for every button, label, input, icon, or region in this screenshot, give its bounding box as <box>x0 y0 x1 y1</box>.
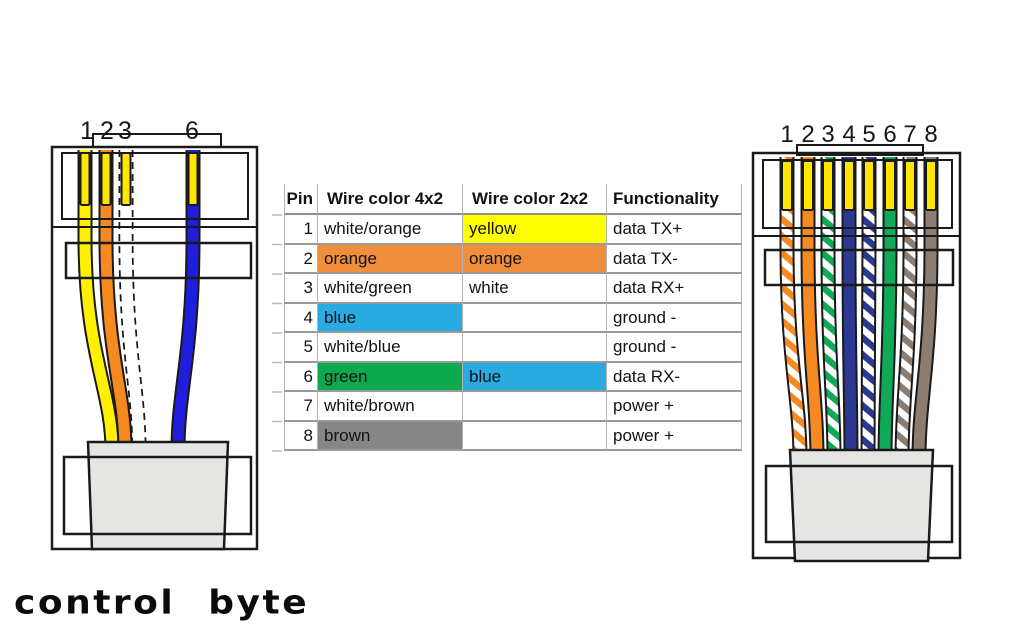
wire-color-2x2: yellow <box>463 215 607 245</box>
table-gridline-ticks <box>272 214 282 452</box>
svg-text:3: 3 <box>118 117 132 145</box>
table-row: 7 white/brown power + <box>284 392 743 422</box>
pin-number: 3 <box>284 274 318 304</box>
table-row: 8 brown power + <box>284 421 743 451</box>
wire-color-2x2: white <box>463 274 607 304</box>
wire-color-4x2: white/orange <box>318 215 463 245</box>
table-row: 6 green blue data RX- <box>284 362 743 392</box>
pin-number: 4 <box>284 303 318 333</box>
table-header-row: Pin Wire color 4x2 Wire color 2x2 Functi… <box>284 184 743 215</box>
functionality: ground - <box>607 333 742 363</box>
svg-text:6: 6 <box>883 121 896 148</box>
col-header-functionality: Functionality <box>607 184 742 215</box>
svg-text:8: 8 <box>924 121 937 148</box>
wire-color-4x2: green <box>318 362 463 392</box>
pinout-table: Pin Wire color 4x2 Wire color 2x2 Functi… <box>284 184 743 451</box>
pin-number: 7 <box>284 392 318 422</box>
svg-text:5: 5 <box>862 121 875 148</box>
functionality: ground - <box>607 303 742 333</box>
brand-logo: control byte <box>14 584 309 622</box>
functionality: data RX+ <box>607 274 742 304</box>
wire-color-2x2 <box>463 333 607 363</box>
wire-color-2x2: orange <box>463 244 607 274</box>
pin-number: 6 <box>284 362 318 392</box>
functionality: data TX- <box>607 244 742 274</box>
functionality: power + <box>607 392 742 422</box>
col-header-pin: Pin <box>284 184 318 215</box>
svg-text:3: 3 <box>821 121 834 148</box>
svg-text:6: 6 <box>185 117 199 145</box>
pin-number: 8 <box>284 421 318 451</box>
wire-color-4x2: white/brown <box>318 392 463 422</box>
svg-text:1: 1 <box>80 117 94 145</box>
functionality: power + <box>607 421 742 451</box>
pin-number: 5 <box>284 333 318 363</box>
svg-text:1: 1 <box>780 121 793 148</box>
wire-color-4x2: white/blue <box>318 333 463 363</box>
wire-color-2x2 <box>463 392 607 422</box>
wire-color-4x2: white/green <box>318 274 463 304</box>
svg-text:7: 7 <box>903 121 916 148</box>
wire-color-4x2: orange <box>318 244 463 274</box>
svg-text:2: 2 <box>801 121 814 148</box>
svg-text:2: 2 <box>100 117 114 145</box>
functionality: data RX- <box>607 362 742 392</box>
wire-color-2x2: blue <box>463 362 607 392</box>
col-header-wire-2x2: Wire color 2x2 <box>463 184 607 215</box>
table-row: 2 orange orange data TX- <box>284 244 743 274</box>
pin-number: 1 <box>284 215 318 245</box>
brand-logo-text: control byte <box>14 584 310 622</box>
col-header-wire-4x2: Wire color 4x2 <box>318 184 463 215</box>
functionality: data TX+ <box>607 215 742 245</box>
wire-color-4x2: blue <box>318 303 463 333</box>
table-row: 3 white/green white data RX+ <box>284 274 743 304</box>
table-row: 5 white/blue ground - <box>284 333 743 363</box>
wire-color-2x2 <box>463 303 607 333</box>
table-row: 4 blue ground - <box>284 303 743 333</box>
pin-number: 2 <box>284 244 318 274</box>
wire-color-4x2: brown <box>318 421 463 451</box>
svg-text:4: 4 <box>842 121 855 148</box>
table-row: 1 white/orange yellow data TX+ <box>284 215 743 245</box>
wire-color-2x2 <box>463 421 607 451</box>
